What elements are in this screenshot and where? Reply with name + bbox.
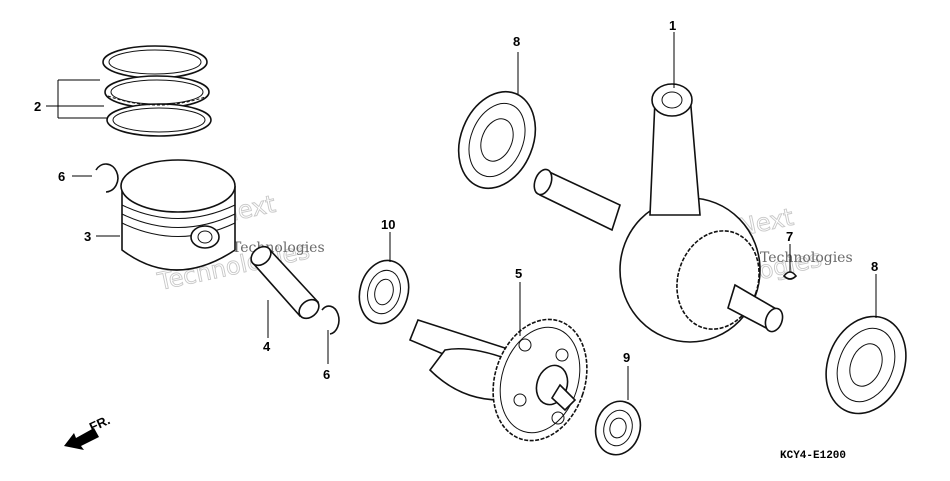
callout-8-upper: 8 (513, 34, 520, 49)
callout-5: 5 (515, 266, 522, 281)
callout-6-upper: 6 (58, 169, 65, 184)
front-direction-indicator: FR. (64, 412, 112, 450)
piston-ring-set-drawing (102, 45, 212, 137)
bearing-upper-drawing (457, 90, 537, 190)
callout-8-right: 8 (871, 259, 878, 274)
direction-label: FR. (87, 412, 112, 434)
crankshaft-drawing (533, 83, 784, 343)
callout-1: 1 (669, 18, 676, 33)
balancer-shaft-drawing (408, 318, 588, 442)
callout-3: 3 (84, 229, 91, 244)
diagram-code: KCY4-E1200 (780, 450, 846, 462)
leader-lines (46, 32, 877, 400)
woodruff-key-drawing (782, 271, 798, 280)
callout-9: 9 (623, 350, 630, 365)
callout-2: 2 (34, 99, 41, 114)
watermark-text: Technologies (232, 240, 325, 256)
piston-drawing (120, 159, 236, 271)
callout-6-lower: 6 (323, 367, 330, 382)
callout-10: 10 (381, 217, 395, 232)
bearing-right-drawing (825, 315, 907, 415)
pin-clip-upper-drawing (95, 163, 119, 193)
pin-clip-lower-drawing (321, 305, 340, 335)
bearing-balancer-drawing (358, 259, 410, 325)
piston-pin-drawing (250, 245, 320, 320)
callout-4: 4 (263, 339, 271, 354)
callout-7: 7 (786, 229, 793, 244)
watermark-text: Technologies (760, 250, 853, 266)
arrow-down-left-icon (64, 428, 99, 450)
bearing-small-drawing (594, 400, 642, 456)
